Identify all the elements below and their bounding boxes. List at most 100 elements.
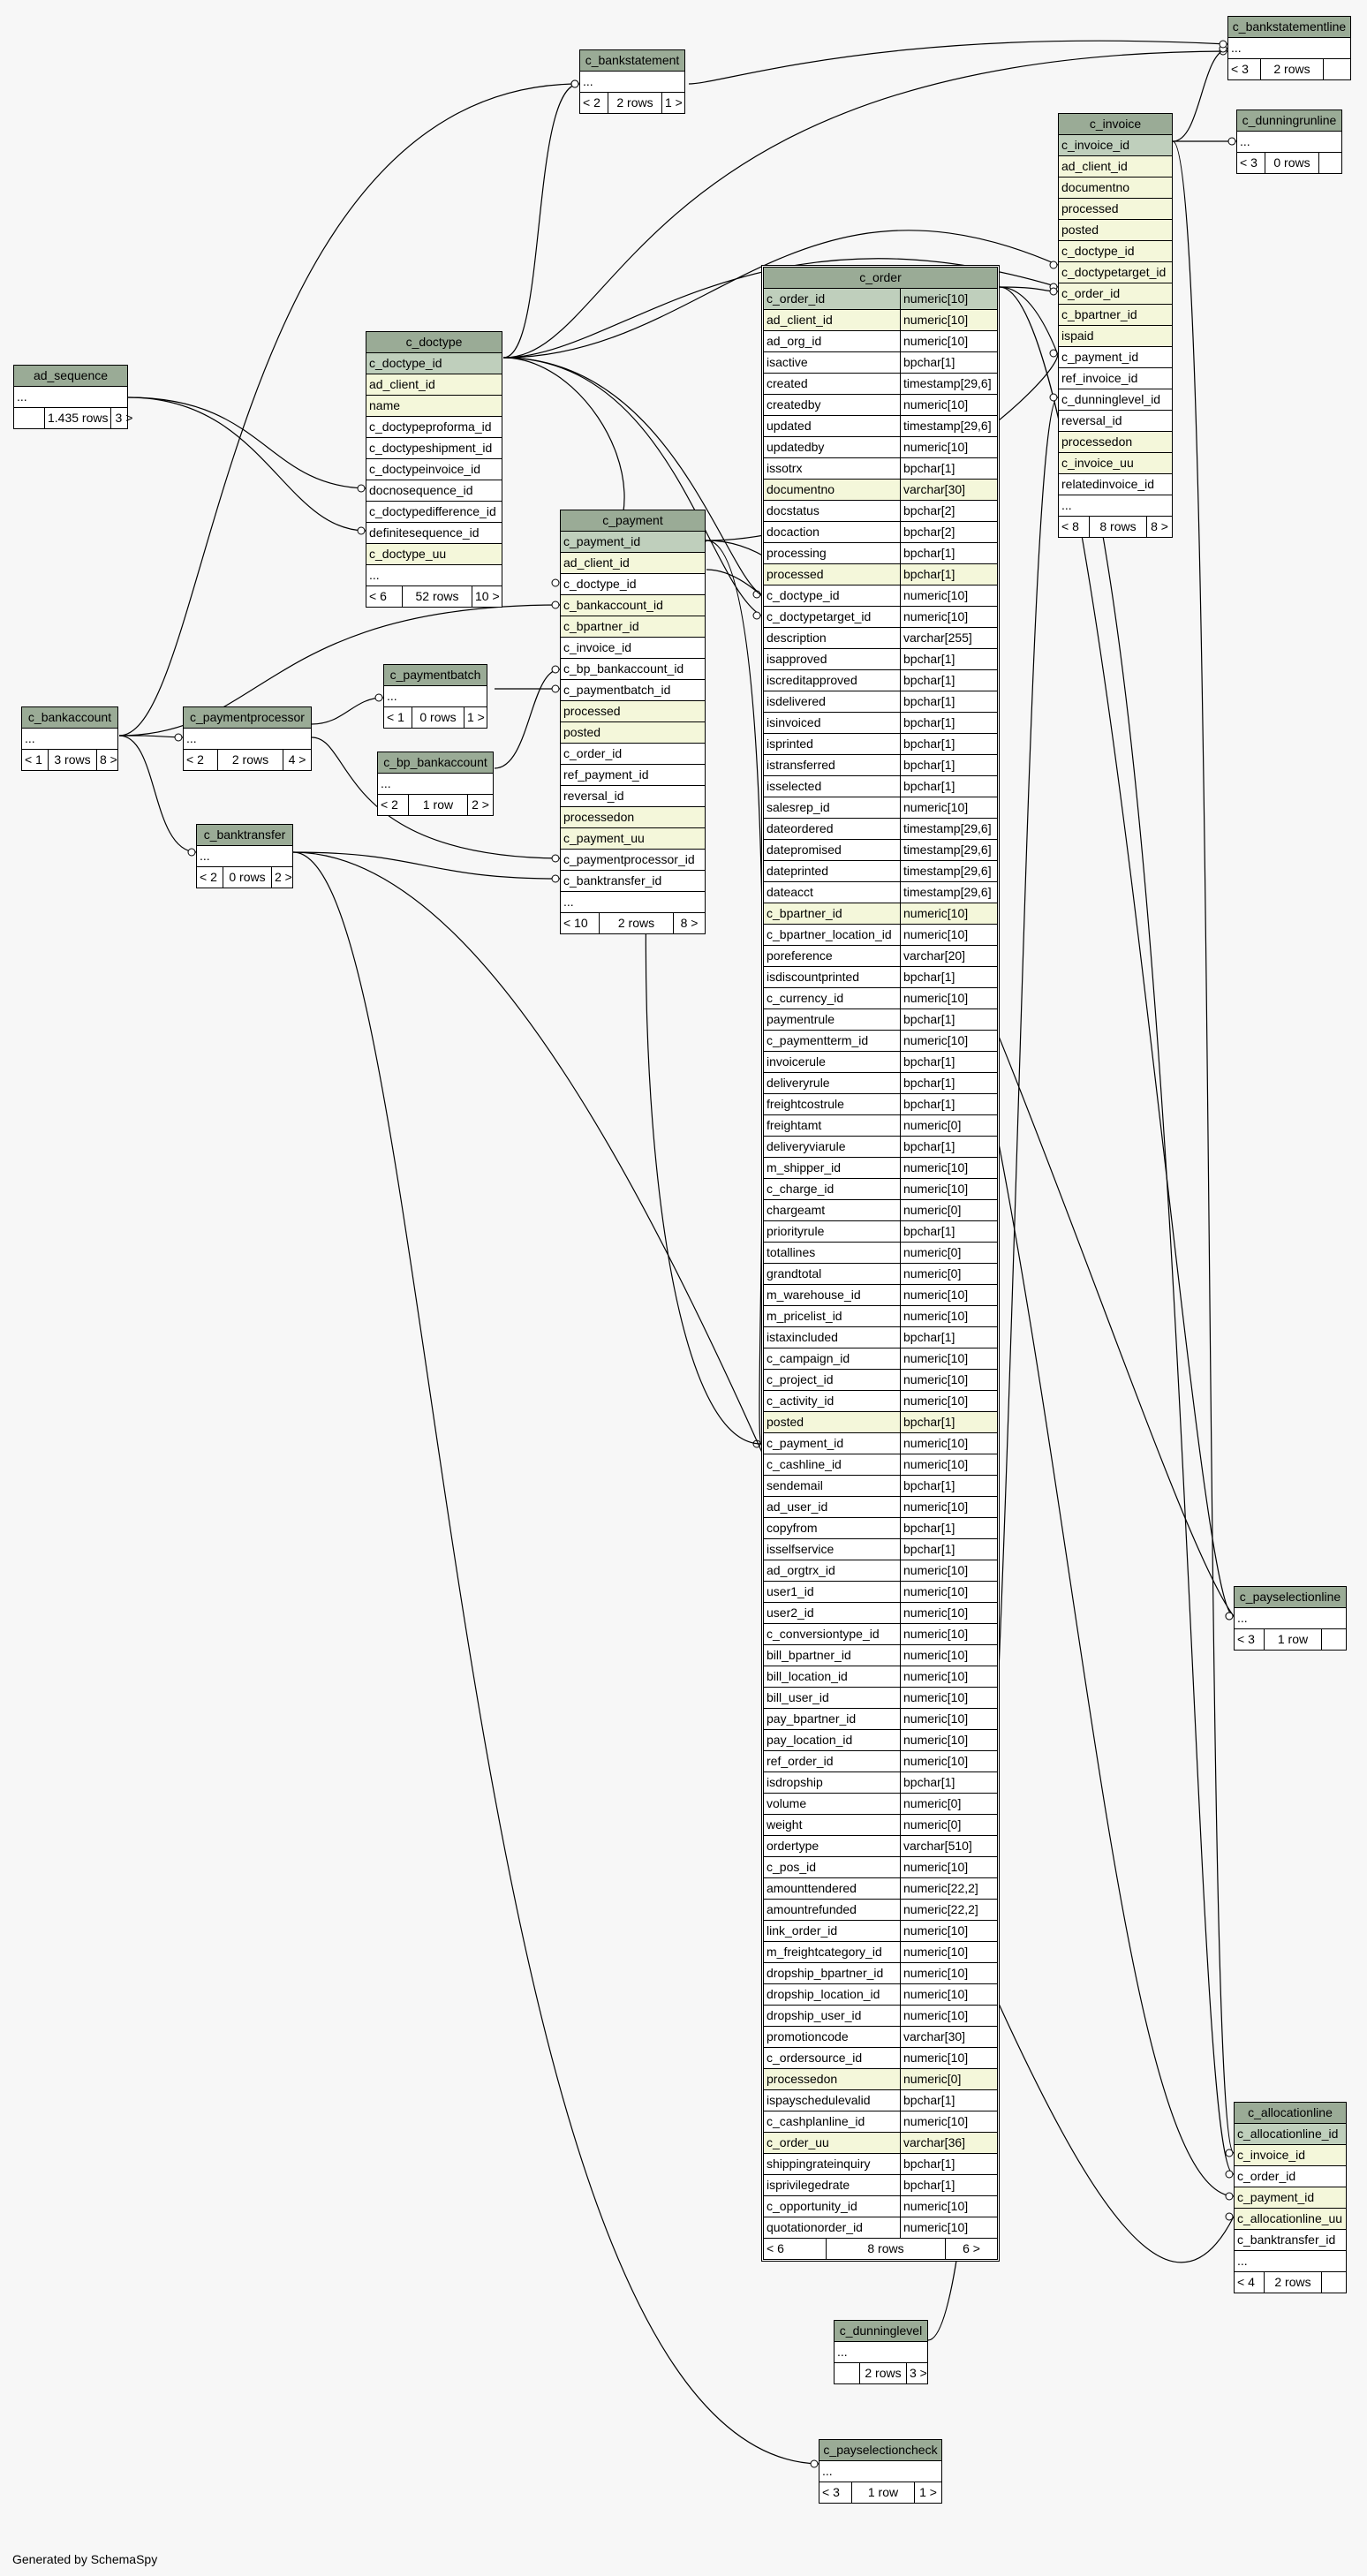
column-row[interactable]: c_invoice_id	[561, 638, 705, 659]
column-row[interactable]: reversal_id	[1059, 411, 1172, 432]
column-row[interactable]: ...	[819, 2461, 941, 2482]
column-row[interactable]: c_invoice_id	[1235, 2145, 1346, 2166]
column-row[interactable]: ...	[14, 387, 127, 408]
column-row[interactable]: ...	[22, 729, 117, 750]
column-row[interactable]: c_allocationline_uu	[1235, 2209, 1346, 2230]
column-row[interactable]: c_bankaccount_id	[561, 595, 705, 616]
column-row[interactable]: relatedinvoice_id	[1059, 474, 1172, 495]
column-row[interactable]: ...	[1059, 495, 1172, 517]
column-row[interactable]: ...	[197, 846, 292, 867]
column-row[interactable]: c_doctypeinvoice_id	[366, 459, 502, 480]
column-row[interactable]: c_doctype_uu	[366, 544, 502, 565]
column-row[interactable]: c_invoice_uu	[1059, 453, 1172, 474]
column-row[interactable]: c_allocationline_id	[1235, 2124, 1346, 2145]
column-row[interactable]: docnosequence_id	[366, 480, 502, 502]
column-row[interactable]: c_banktransfer_id	[561, 871, 705, 892]
column-row[interactable]: ...	[580, 72, 684, 93]
column-row[interactable]: ...	[384, 686, 487, 707]
column-row[interactable]: reversal_id	[561, 786, 705, 807]
column-row[interactable]: ...	[835, 2342, 927, 2363]
column-row[interactable]: processedon	[561, 807, 705, 828]
column-row[interactable]: ad_client_id	[1059, 156, 1172, 178]
column-row[interactable]: ...	[1235, 2251, 1346, 2272]
column-row[interactable]: ...	[378, 774, 493, 795]
column-row[interactable]: c_order_id	[561, 744, 705, 765]
column-row[interactable]: c_payment_id	[1235, 2187, 1346, 2209]
column-row[interactable]: c_payment_uu	[561, 828, 705, 850]
column-row[interactable]: ref_invoice_id	[1059, 368, 1172, 389]
column-row[interactable]: posted	[1059, 220, 1172, 241]
column-row[interactable]: c_doctypedifference_id	[366, 502, 502, 523]
column-row[interactable]: processedon	[1059, 432, 1172, 453]
column-row[interactable]: c_bp_bankaccount_id	[561, 659, 705, 680]
